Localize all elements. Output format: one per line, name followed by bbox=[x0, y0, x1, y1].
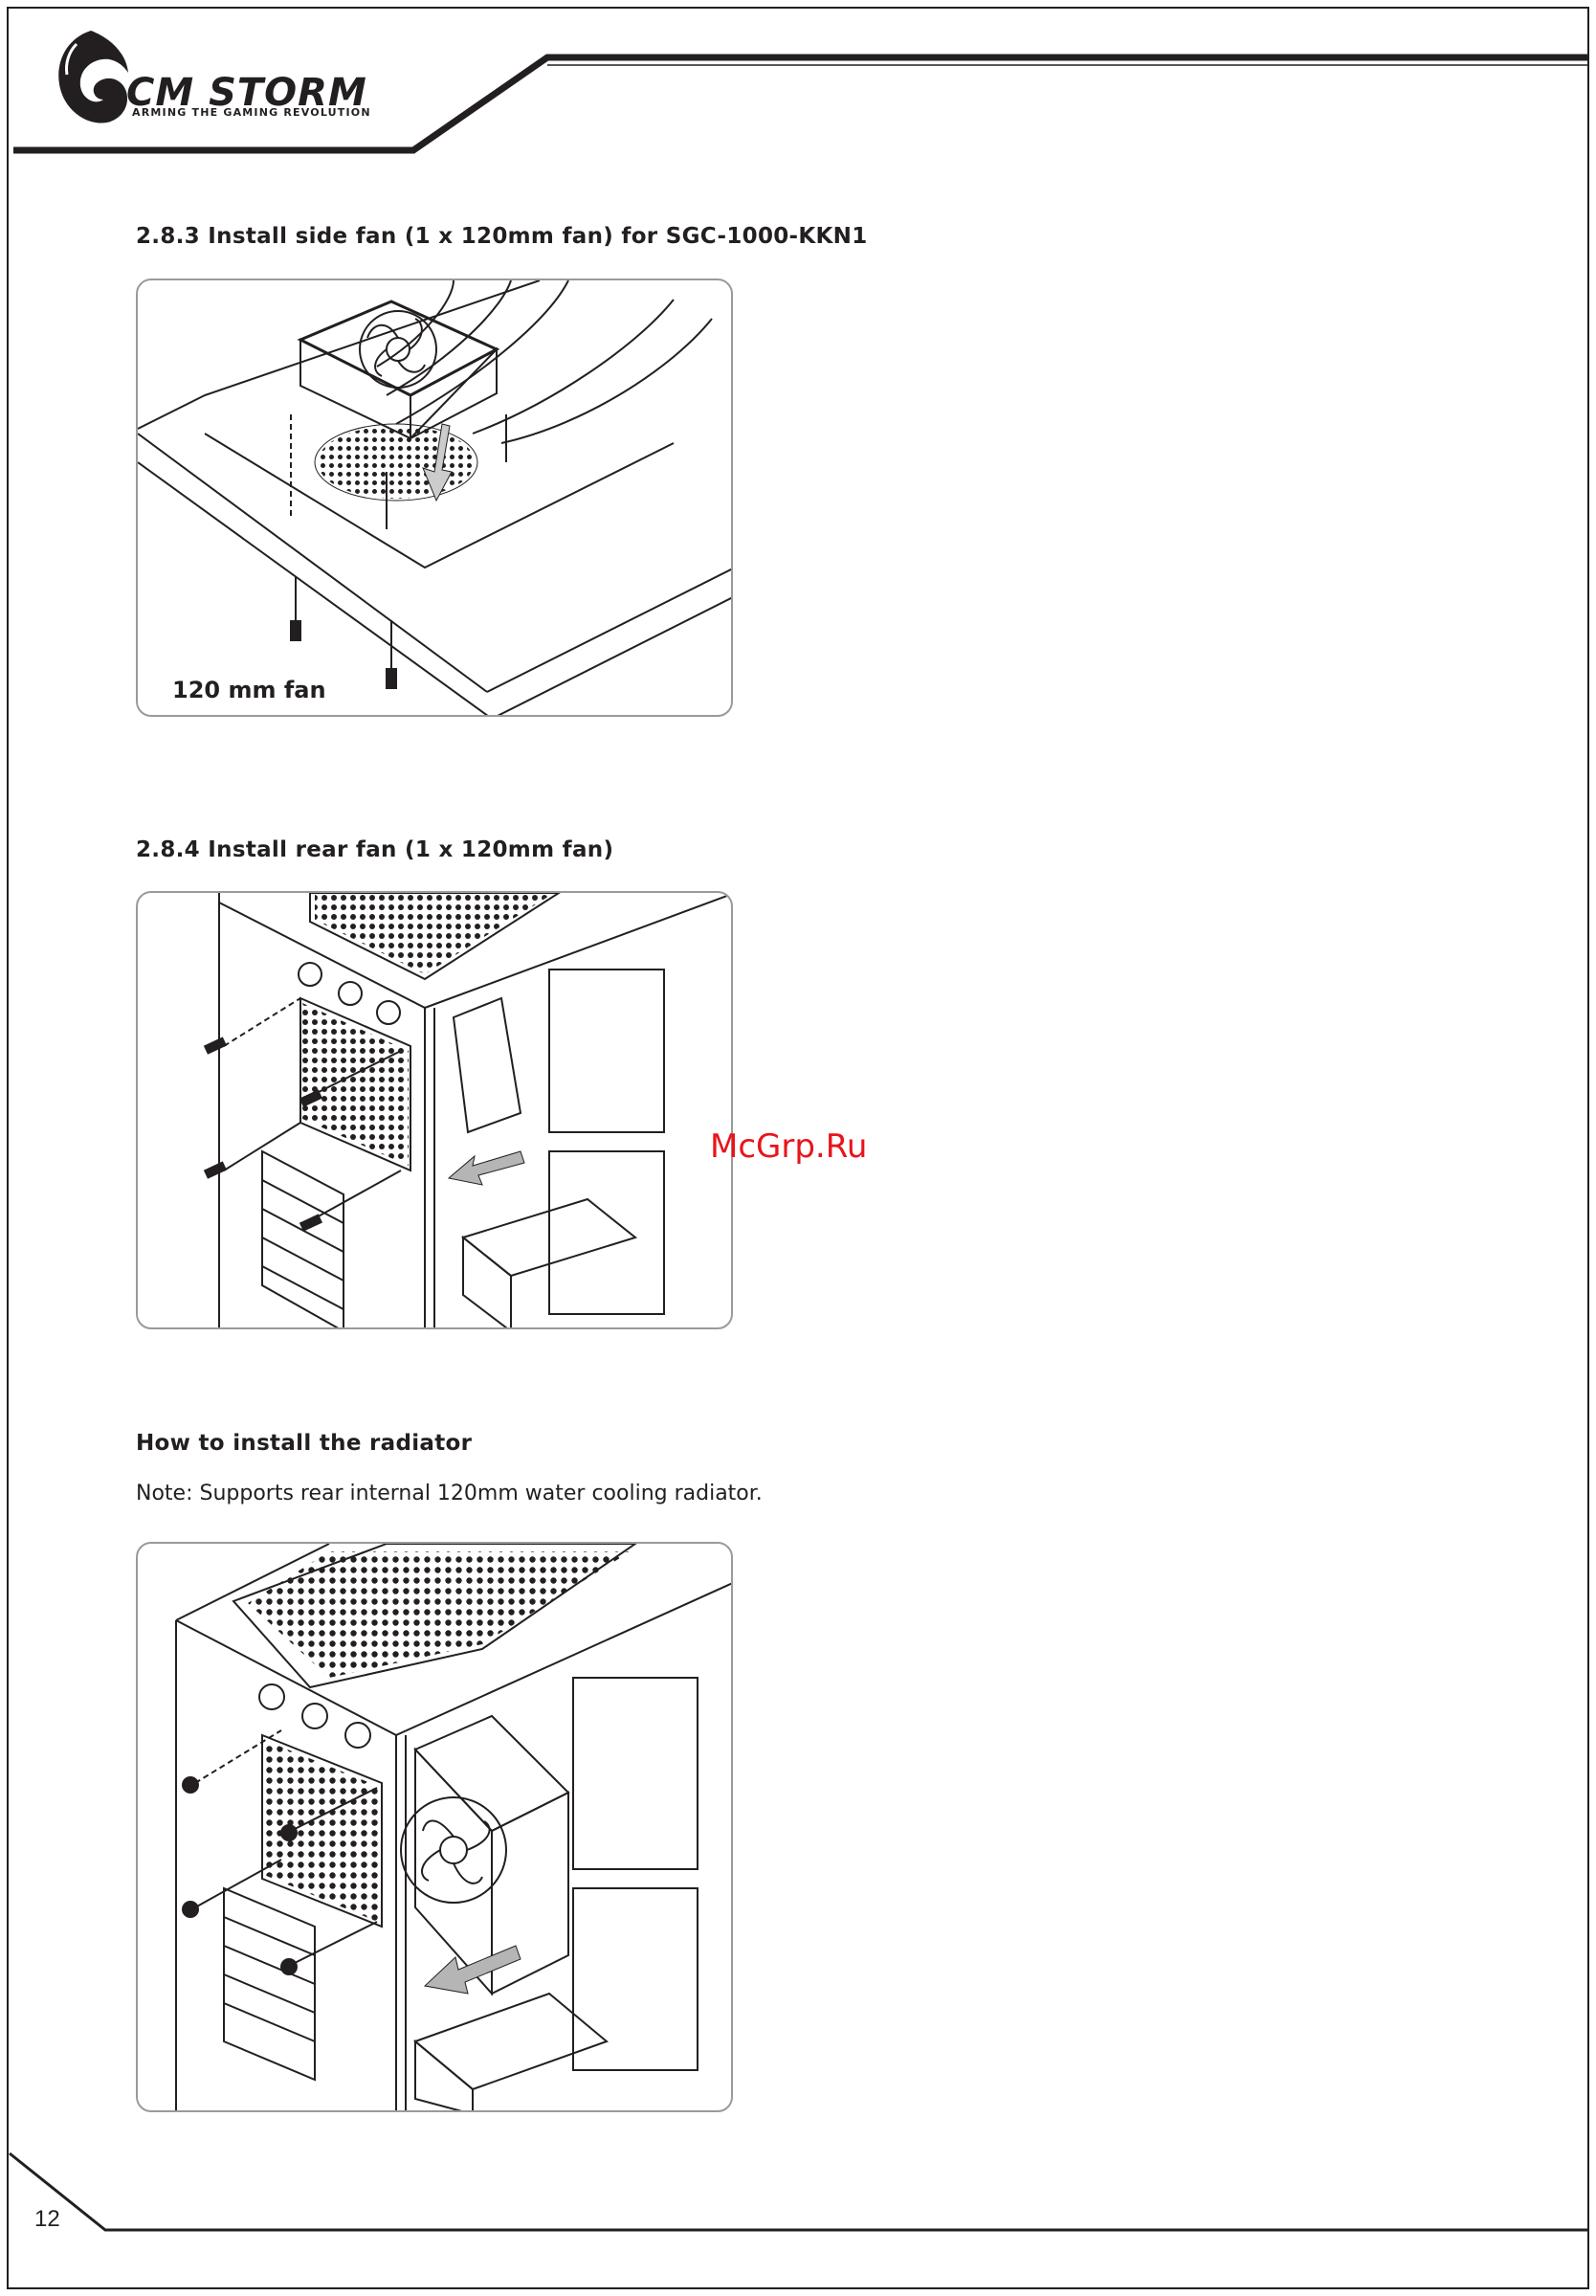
rear-fan-illustration bbox=[138, 893, 733, 1329]
radiator-note: Note: Supports rear internal 120mm water… bbox=[136, 1482, 763, 1505]
watermark: McGrp.Ru bbox=[710, 1127, 867, 1166]
radiator-illustration bbox=[138, 1544, 733, 2112]
figure-label-120mm-fan: 120 mm fan bbox=[172, 677, 326, 703]
figure-radiator bbox=[136, 1542, 733, 2112]
section-heading-side-fan: 2.8.3 Install side fan (1 x 120mm fan) f… bbox=[136, 224, 868, 249]
side-fan-illustration bbox=[138, 280, 733, 717]
section-heading-radiator: How to install the radiator bbox=[136, 1431, 472, 1456]
storm-emblem-icon bbox=[48, 25, 134, 135]
brand-tagline: ARMING THE GAMING REVOLUTION bbox=[132, 106, 371, 119]
section-heading-rear-fan: 2.8.4 Install rear fan (1 x 120mm fan) bbox=[136, 837, 613, 862]
page-number: 12 bbox=[34, 2206, 60, 2233]
figure-rear-fan bbox=[136, 891, 733, 1329]
figure-side-fan: 120 mm fan bbox=[136, 279, 733, 717]
